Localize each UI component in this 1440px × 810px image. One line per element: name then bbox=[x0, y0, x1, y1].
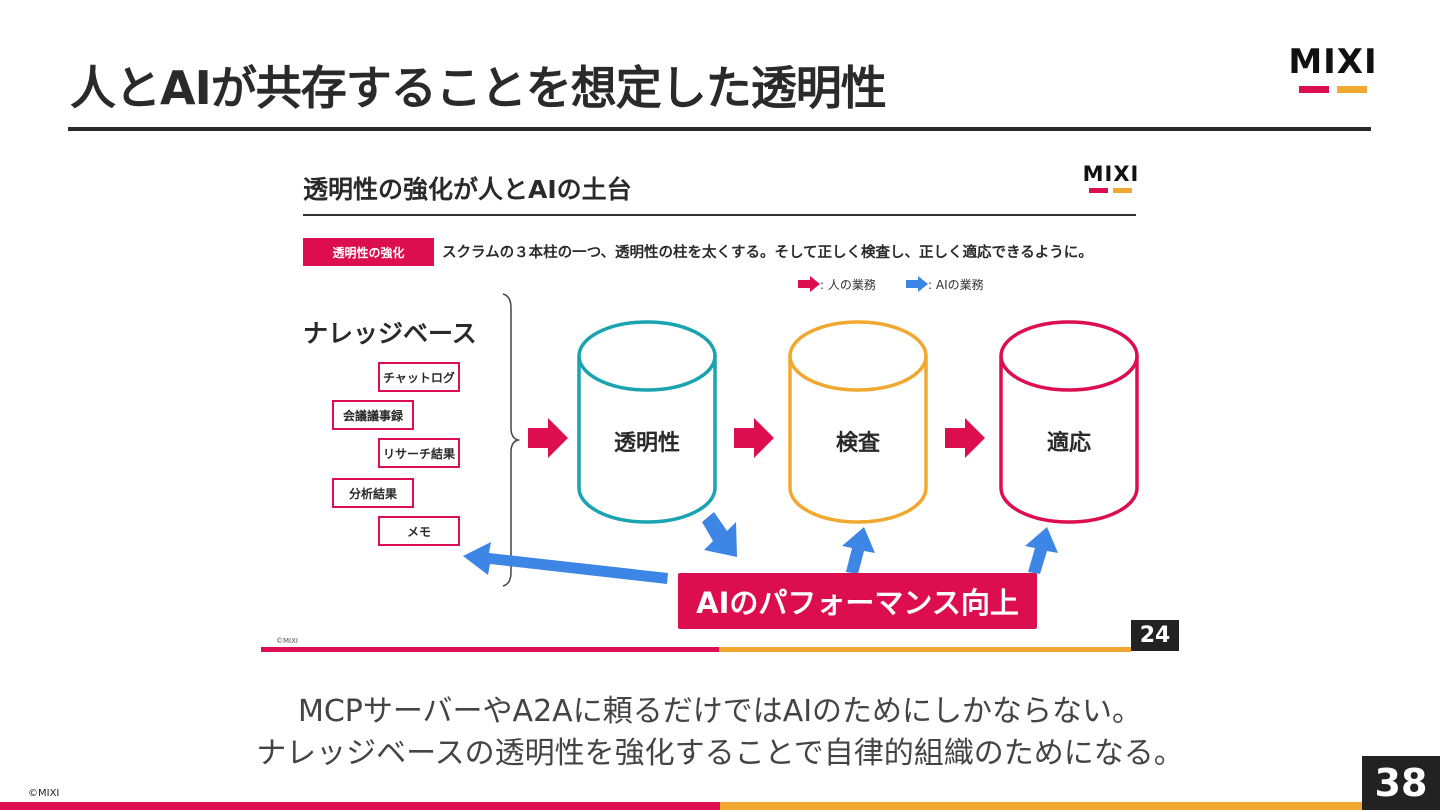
inner-logo-text: MIXI bbox=[1082, 162, 1140, 186]
footer-bar-red bbox=[0, 802, 720, 810]
knowledge-base-title: ナレッジベース bbox=[303, 319, 477, 348]
human-arrow-3 bbox=[945, 418, 985, 458]
inner-slide-title: 透明性の強化が人とAIの土台 bbox=[303, 175, 632, 204]
caption-line-1: MCPサーバーやA2Aに頼るだけではAIのためにしかならない。 bbox=[297, 694, 1143, 729]
kb-item-memo: メモ bbox=[378, 516, 460, 546]
caption-line-2: ナレッジベースの透明性を強化することで自律的組織のためになる。 bbox=[256, 736, 1184, 771]
legend-human: : 人の業務 bbox=[820, 278, 876, 292]
transparency-tag: 透明性の強化 bbox=[303, 238, 434, 266]
human-arrow-2 bbox=[734, 418, 774, 458]
inner-footer-bar-red bbox=[261, 647, 719, 652]
title-divider bbox=[68, 127, 1371, 131]
knowledge-base-brace bbox=[502, 293, 521, 587]
kb-item-analysis: 分析結果 bbox=[332, 478, 414, 508]
legend-ai: : AIの業務 bbox=[928, 278, 984, 292]
cylinder-inspection bbox=[788, 320, 928, 524]
inner-logo-bar-red bbox=[1089, 188, 1108, 193]
inner-page-number: 24 bbox=[1131, 620, 1179, 651]
human-task-arrow-icon bbox=[798, 276, 820, 292]
footer-copyright: ©MIXI bbox=[28, 788, 60, 799]
kb-item-minutes: 会議議事録 bbox=[332, 400, 414, 430]
ai-arrow-down bbox=[702, 512, 737, 557]
logo-text: MIXI bbox=[1288, 42, 1378, 82]
ai-arrow-to-kb bbox=[463, 542, 668, 584]
inner-title-divider bbox=[303, 214, 1136, 216]
cylinder-adaptation bbox=[999, 320, 1139, 524]
pillar-label-inspection: 検査 bbox=[835, 431, 880, 456]
logo-bar-orange bbox=[1337, 86, 1367, 93]
ai-task-arrow-icon bbox=[906, 276, 928, 292]
kb-item-research: リサーチ結果 bbox=[378, 438, 460, 468]
pillar-label-transparency: 透明性 bbox=[613, 431, 680, 456]
inner-footer-bar-orange bbox=[719, 647, 1131, 652]
inner-copyright: ©MIXI bbox=[276, 637, 298, 645]
kb-item-chatlog: チャットログ bbox=[378, 362, 460, 392]
page-number: 38 bbox=[1362, 756, 1440, 810]
ai-arrow-up-adaptation bbox=[1025, 527, 1058, 574]
inner-logo-bar-orange bbox=[1113, 188, 1132, 193]
ai-performance-banner: AIのパフォーマンス向上 bbox=[678, 573, 1037, 629]
lead-text: スクラムの３本柱の一つ、透明性の柱を太くする。そして正しく検査し、正しく適応でき… bbox=[442, 245, 1093, 261]
inner-mixi-logo: MIXI bbox=[1079, 162, 1143, 196]
cylinder-transparency bbox=[577, 320, 717, 524]
mixi-logo: MIXI bbox=[1283, 44, 1383, 96]
page-title: 人とAIが共存することを想定した透明性 bbox=[70, 61, 887, 115]
pillar-label-adaptation: 適応 bbox=[1046, 431, 1091, 456]
human-arrow-1 bbox=[528, 418, 568, 458]
ai-arrow-up-inspection bbox=[842, 527, 875, 574]
footer-bar-orange bbox=[720, 802, 1362, 810]
logo-bar-red bbox=[1299, 86, 1329, 93]
